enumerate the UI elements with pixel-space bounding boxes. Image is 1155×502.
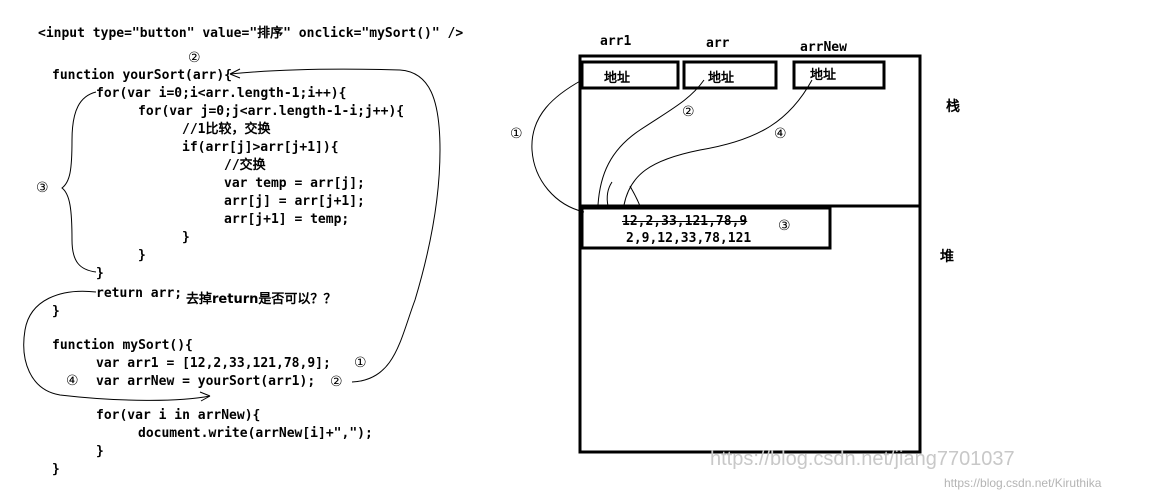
code-line-13: }: [96, 266, 104, 281]
code-line-17: var arr1 = [12,2,33,121,78,9];: [96, 356, 331, 371]
marker-1-code: ①: [354, 355, 367, 371]
code-line-8: var temp = arr[j];: [224, 176, 365, 191]
marker-3-memory: ③: [778, 218, 791, 234]
stack-label: 栈: [946, 99, 960, 115]
code-line-3: for(var i=0;i<arr.length-1;i++){: [96, 86, 347, 101]
code-line-20: document.write(arrNew[i]+",");: [138, 426, 373, 441]
watermark-center: https://blog.csdn.net/jiang7701037: [710, 448, 1015, 470]
var-label-arr1: arr1: [600, 34, 632, 49]
code-line-10: arr[j+1] = temp;: [224, 212, 350, 227]
question-note: 去掉return是否可以？？: [186, 292, 337, 307]
marker-2-code: ②: [330, 374, 343, 390]
heap-label: 堆: [940, 249, 954, 265]
address-text-arr1: 地址: [604, 71, 631, 86]
marker-2-memory: ②: [682, 104, 695, 120]
address-text-arr: 地址: [708, 71, 735, 86]
return-curve: [23, 290, 211, 401]
marker-2-top: ②: [188, 50, 201, 66]
code-line-4: for(var j=0;j<arr.length-1-i;j++){: [138, 104, 405, 119]
arr1-address-box: [580, 60, 680, 90]
code-line-1: <input type="button" value="排序" onclick=…: [38, 26, 464, 41]
code-line-2: function yourSort(arr){: [52, 68, 233, 83]
marker-3-left: ③: [36, 180, 49, 196]
code-line-14: return arr;: [96, 286, 183, 301]
code-line-16: function mySort(){: [52, 338, 193, 353]
var-label-arr: arr: [706, 36, 730, 51]
code-line-6: if(arr[j]>arr[j+1]){: [182, 140, 339, 155]
code-line-7: //交换: [224, 158, 266, 173]
call-arrow-head: [229, 68, 241, 79]
arrNew-address-box: [792, 60, 886, 90]
return-arrow-head: [199, 391, 211, 402]
memory-frame: [578, 54, 922, 454]
code-line-22: }: [52, 462, 60, 477]
heap-new-array: 2,9,12,33,78,121: [626, 231, 752, 246]
heap-array-box: [580, 206, 832, 250]
address-text-arrNew: 地址: [810, 68, 837, 83]
code-line-11: }: [182, 230, 190, 245]
code-line-19: for(var i in arrNew){: [96, 408, 261, 423]
call-curve-to-function: [229, 68, 441, 383]
pointer-arrow-2b: [606, 181, 613, 207]
pointer-arrow-2: [597, 79, 705, 206]
code-line-12: }: [138, 248, 146, 263]
pointer-arrow-4: [623, 79, 813, 206]
code-line-21: }: [96, 444, 104, 459]
loop-brace: [61, 91, 97, 273]
heap-old-array: 12,2,33,121,78,9: [622, 214, 748, 229]
code-line-5: //1比较，交换: [182, 122, 271, 137]
code-line-15: }: [52, 304, 60, 319]
pointer-arrow-1: [531, 79, 585, 213]
watermark-corner: https://blog.csdn.net/Kiruthika: [944, 476, 1102, 490]
marker-4-code: ④: [66, 373, 79, 389]
marker-4-memory: ④: [774, 126, 787, 142]
var-label-arrNew: arrNew: [800, 40, 847, 55]
code-line-9: arr[j] = arr[j+1];: [224, 194, 365, 209]
marker-1-memory: ①: [510, 126, 523, 142]
arr-address-box: [682, 60, 778, 90]
code-line-18: var arrNew = yourSort(arr1);: [96, 374, 316, 389]
pointer-arrow-4b: [629, 185, 641, 207]
